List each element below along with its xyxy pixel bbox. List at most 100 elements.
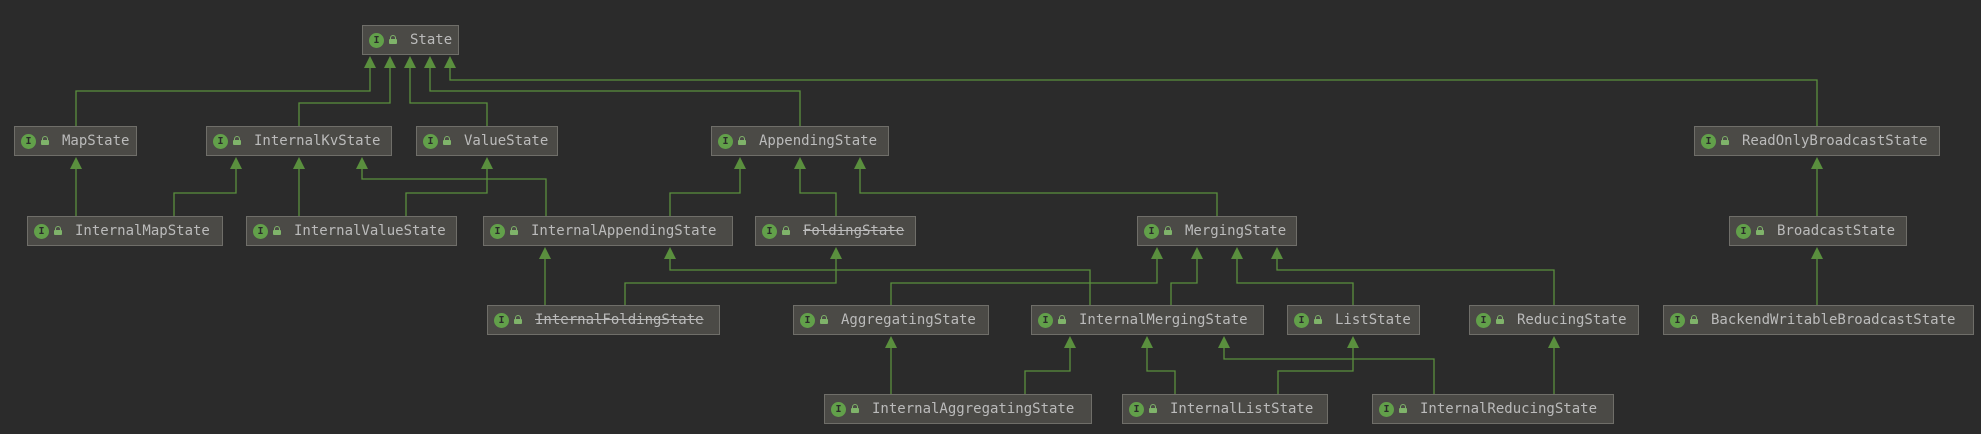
inheritance-edge	[794, 157, 837, 216]
inheritance-edge	[669, 157, 746, 216]
inheritance-edge	[890, 247, 1163, 305]
interface-icon: I	[1038, 312, 1053, 328]
class-node-backend-writable-broadcast-state[interactable]: I BackendWritableBroadcastState	[1663, 305, 1974, 335]
class-node-value-state[interactable]: I ValueState	[416, 126, 558, 156]
edge-arrowhead	[230, 157, 242, 169]
public-lock-icon	[233, 136, 242, 145]
interface-icon: I	[718, 133, 733, 149]
edge-line	[405, 169, 488, 216]
interface-icon: I	[1144, 223, 1159, 239]
edge-arrowhead	[1064, 336, 1076, 348]
inheritance-edge	[1024, 336, 1076, 394]
edge-line	[449, 68, 1818, 126]
interface-icon: I	[494, 312, 509, 328]
edge-arrowhead	[794, 157, 806, 169]
public-lock-icon	[389, 35, 398, 44]
class-node-label: InternalAppendingState	[531, 223, 717, 239]
inheritance-edge	[1548, 336, 1560, 394]
interface-icon: I	[369, 32, 384, 48]
class-node-label: FoldingState	[803, 223, 905, 239]
interface-icon: I	[423, 133, 438, 149]
edge-arrowhead	[356, 157, 368, 169]
public-lock-icon	[1058, 315, 1067, 324]
edge-arrowhead	[1151, 247, 1163, 259]
edge-line	[75, 68, 371, 126]
edge-line	[1276, 259, 1555, 305]
class-node-merging-state[interactable]: I MergingState	[1137, 216, 1297, 246]
public-lock-icon	[1690, 315, 1699, 324]
edge-arrowhead	[1811, 247, 1823, 259]
class-node-label: ListState	[1335, 312, 1411, 328]
edge-line	[1024, 348, 1071, 394]
class-node-label: MergingState	[1185, 223, 1287, 239]
class-node-label: InternalFoldingState	[535, 312, 704, 328]
public-lock-icon	[41, 136, 50, 145]
inheritance-edge	[444, 56, 1818, 126]
inheritance-edge	[356, 157, 547, 216]
class-node-label: BackendWritableBroadcastState	[1711, 312, 1956, 328]
class-node-label: AggregatingState	[841, 312, 976, 328]
interface-icon: I	[34, 223, 49, 239]
edge-arrowhead	[1548, 336, 1560, 348]
inheritance-edge	[424, 56, 801, 126]
inheritance-edge	[885, 336, 897, 394]
class-node-label: ValueState	[464, 133, 549, 149]
interface-icon: I	[831, 401, 846, 417]
class-node-label: InternalMapState	[75, 223, 210, 239]
class-node-internal-map-state[interactable]: I InternalMapState	[27, 216, 223, 246]
class-node-label: InternalMergingState	[1079, 312, 1248, 328]
public-lock-icon	[514, 315, 523, 324]
class-node-label: ReadOnlyBroadcastState	[1742, 133, 1928, 149]
edge-arrowhead	[1141, 336, 1153, 348]
interface-icon: I	[253, 223, 268, 239]
edge-arrowhead	[70, 157, 82, 169]
edge-arrowhead	[830, 247, 842, 259]
inheritance-edge	[1811, 157, 1823, 216]
edge-arrowhead	[1191, 247, 1203, 259]
edge-arrowhead	[424, 56, 436, 68]
edge-line	[799, 169, 837, 216]
edge-line	[409, 68, 488, 126]
edge-line	[1223, 348, 1435, 394]
edge-line	[1236, 259, 1354, 305]
class-node-internal-folding-state[interactable]: I InternalFoldingState	[487, 305, 720, 335]
public-lock-icon	[510, 226, 519, 235]
edge-line	[669, 259, 1091, 305]
interface-icon: I	[1476, 312, 1491, 328]
class-node-internal-merging-state[interactable]: I InternalMergingState	[1031, 305, 1264, 335]
inheritance-edge	[75, 56, 376, 126]
public-lock-icon	[851, 404, 860, 413]
public-lock-icon	[782, 226, 791, 235]
edge-arrowhead	[293, 157, 305, 169]
inheritance-edge	[1811, 247, 1823, 305]
edge-arrowhead	[481, 157, 493, 169]
edge-arrowhead	[1811, 157, 1823, 169]
interface-icon: I	[1670, 312, 1685, 328]
class-node-label: MapState	[62, 133, 130, 149]
class-node-label: InternalReducingState	[1420, 401, 1598, 417]
edge-line	[1277, 348, 1354, 394]
inheritance-edge	[1218, 336, 1435, 394]
edge-arrowhead	[1271, 247, 1283, 259]
inheritance-edge	[664, 247, 1091, 305]
interface-icon: I	[1736, 223, 1751, 239]
public-lock-icon	[738, 136, 747, 145]
inheritance-edge	[1277, 336, 1359, 394]
class-node-label: InternalListState	[1170, 401, 1314, 417]
